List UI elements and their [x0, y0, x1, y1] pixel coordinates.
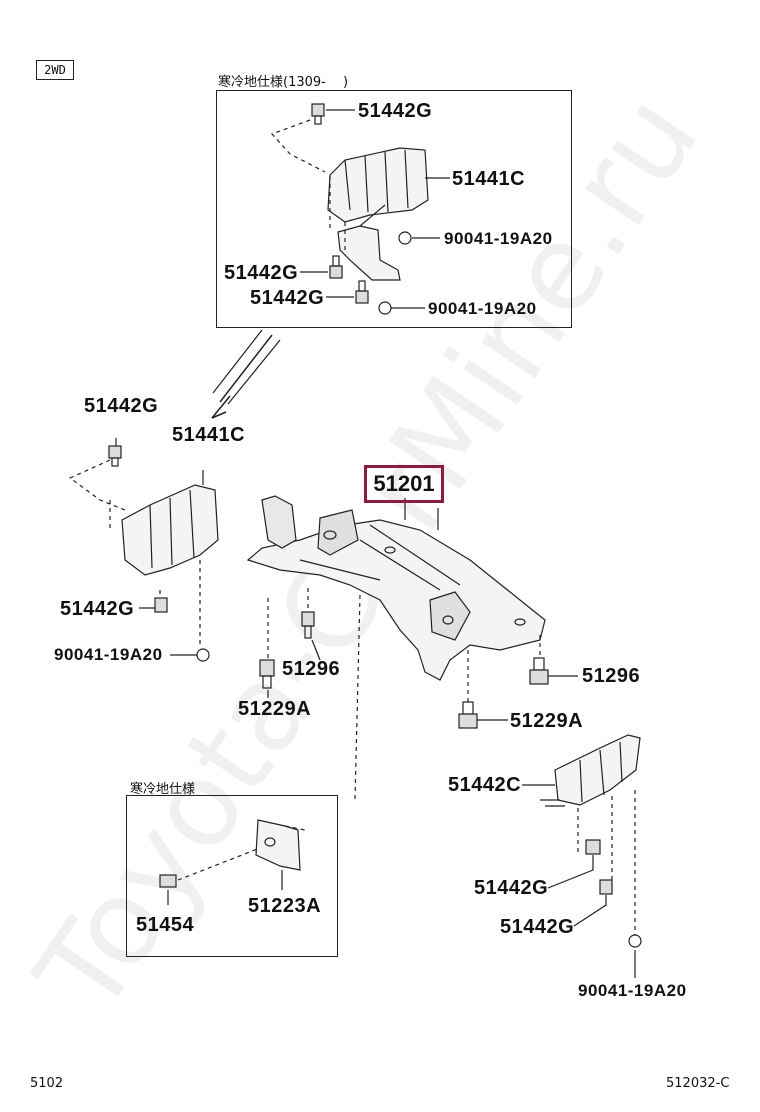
part-label[interactable]: 51442G: [474, 877, 549, 899]
inset-top-caption: 寒冷地仕様(1309- ): [218, 75, 349, 90]
part-label[interactable]: 51296: [582, 665, 641, 687]
part-label[interactable]: 51442G: [500, 916, 575, 938]
part-label[interactable]: 51442G: [84, 395, 159, 417]
part-label[interactable]: 51442G: [224, 262, 299, 284]
part-label[interactable]: 90041-19A20: [428, 299, 537, 318]
part-label[interactable]: 51441C: [452, 168, 526, 190]
part-label[interactable]: 51441C: [172, 424, 246, 446]
inset-top-box: [216, 90, 572, 328]
inset-bottom-box: [126, 795, 338, 957]
part-label[interactable]: 51442G: [358, 100, 433, 122]
part-label[interactable]: 90041-19A20: [578, 981, 687, 1000]
part-label[interactable]: 51442C: [448, 774, 522, 796]
footer-right-code: 512032-C: [666, 1076, 730, 1091]
part-label[interactable]: 51296: [282, 658, 341, 680]
part-label[interactable]: 51442G: [60, 598, 135, 620]
drive-type-badge: 2WD: [36, 60, 74, 80]
part-label[interactable]: 90041-19A20: [54, 645, 163, 664]
part-label[interactable]: 51454: [136, 914, 195, 936]
footer-left-code: 5102: [30, 1076, 64, 1091]
part-label[interactable]: 51223A: [248, 895, 322, 917]
part-label[interactable]: 51229A: [238, 698, 312, 720]
part-label[interactable]: 90041-19A20: [444, 229, 553, 248]
part-label[interactable]: 51229A: [510, 710, 584, 732]
inset-bottom-caption: 寒冷地仕様: [130, 782, 196, 797]
highlight-part-51201[interactable]: 51201: [364, 465, 444, 503]
part-label[interactable]: 51442G: [250, 287, 325, 309]
